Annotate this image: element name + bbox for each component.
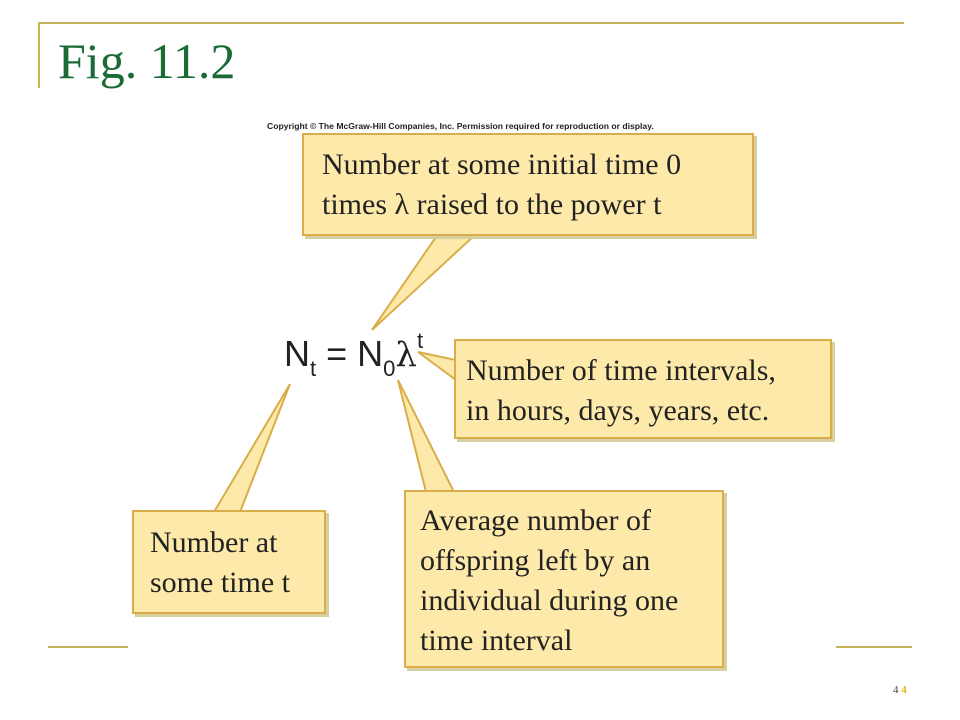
pointer-initial (371, 233, 479, 331)
callout-initial-time: Number at some initial time 0 times λ ra… (302, 133, 754, 236)
callout-average-line-4: time interval (420, 624, 573, 657)
pointer-number-at (212, 383, 291, 513)
callout-average-line-1: Average number of (420, 504, 652, 537)
callout-intervals-line-1: Number of time intervals, (466, 354, 776, 387)
copyright-notice: Copyright © The McGraw-Hill Companies, I… (267, 121, 654, 131)
bottom-right-rule (836, 646, 912, 648)
equation-exponent: t (416, 328, 424, 353)
frame-left-rule (38, 22, 40, 88)
page-number-value: 4 (893, 684, 899, 696)
equation-lhs-base: N (284, 333, 310, 374)
bottom-left-rule (48, 646, 128, 648)
growth-equation: Nt = N0λt (284, 328, 424, 381)
callout-number-at-line-1: Number at (150, 526, 278, 559)
callout-average-offspring: Average number of offspring left by an i… (404, 490, 724, 668)
callout-average-line-2: offspring left by an (420, 544, 651, 577)
callout-number-at-time: Number at some time t (132, 510, 326, 614)
pointer-intervals (417, 351, 457, 382)
callout-initial-line-2: times λ raised to the power t (322, 188, 662, 221)
equation-lambda: λ (395, 335, 417, 375)
pointer-average (397, 379, 456, 493)
callout-initial-line-1: Number at some initial time 0 (322, 148, 682, 181)
slide-title: Fig. 11.2 (58, 33, 236, 89)
equation-lhs-subscript: t (310, 356, 317, 381)
callout-average-line-3: individual during one (420, 584, 679, 617)
page-number-accent: 4 (901, 684, 907, 696)
equation-equals: = (316, 333, 358, 374)
callout-time-intervals: Number of time intervals, in hours, days… (454, 339, 832, 439)
frame-top-rule (38, 22, 904, 24)
callout-number-at-line-2: some time t (150, 566, 290, 599)
equation-rhs-subscript: 0 (383, 356, 396, 381)
page-number: 4 4 (893, 684, 907, 696)
callout-intervals-line-2: in hours, days, years, etc. (466, 394, 770, 427)
equation-rhs-base: N (357, 333, 384, 374)
